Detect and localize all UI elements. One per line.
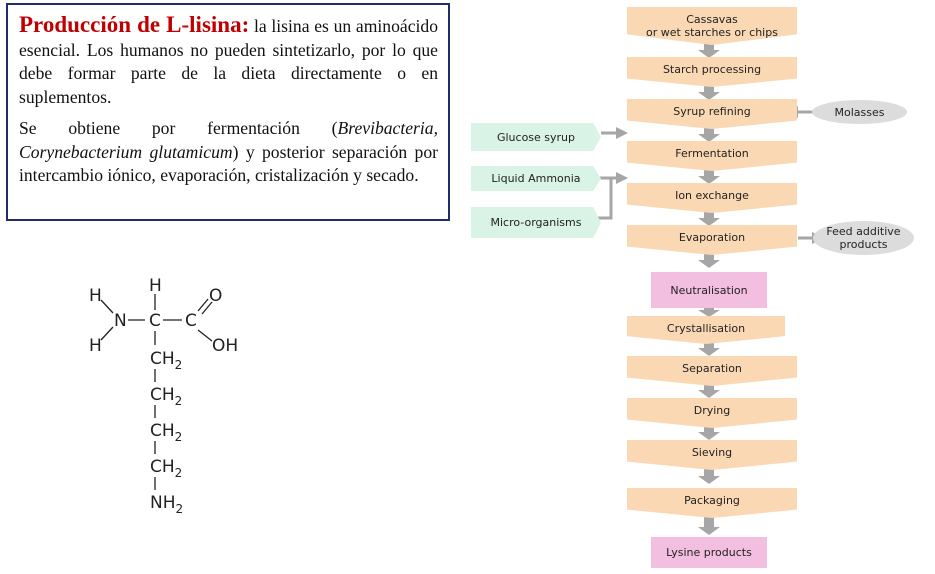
- section-title: Producción de L-lisina:: [19, 12, 250, 37]
- mol-ch2-2: CH2: [150, 385, 182, 408]
- paragraph-2-start: Se obtiene por fermentación (: [19, 118, 338, 138]
- mol-h-left-bottom: H: [89, 336, 102, 356]
- mol-nh2: NH2: [150, 493, 183, 516]
- mol-ch2-4: CH2: [150, 457, 182, 480]
- step-neutralisation: Neutralisation: [651, 272, 767, 308]
- side-feed-additive-products: Feed additive products: [813, 221, 914, 255]
- step-lysine-products: Lysine products: [651, 537, 767, 568]
- mol-c-carboxyl: C: [185, 311, 197, 331]
- lysine-structure: H H H N C C O OH CH2 CH2 CH2 CH2 NH2: [89, 276, 238, 516]
- input-glucose-syrup: Glucose syrup: [471, 123, 601, 151]
- mol-ch2-1: CH2: [150, 349, 182, 372]
- mol-h-left-top: H: [89, 286, 102, 306]
- input-liquid-ammonia: Liquid Ammonia: [471, 166, 601, 191]
- mol-c-alpha: C: [149, 311, 161, 331]
- mol-n-alpha: N: [114, 311, 127, 331]
- mol-ch2-3: CH2: [150, 421, 182, 444]
- paragraph-1: Producción de L-lisina: la lisina es un …: [19, 13, 438, 109]
- description-box: Producción de L-lisina: la lisina es un …: [6, 3, 450, 221]
- side-molasses: Molasses: [812, 100, 907, 124]
- organism-names: Brevibacteria, Corynebacterium glutamicu…: [19, 118, 438, 162]
- mol-hydroxyl: OH: [212, 336, 238, 356]
- paragraph-2-end: ) y posterior separación por intercambio…: [19, 141, 438, 186]
- paragraph-1-text: la lisina es un aminoácido esencial. Los…: [19, 16, 438, 107]
- mol-h-top: H: [149, 276, 162, 296]
- input-micro-organisms: Micro-organisms: [471, 207, 601, 238]
- paragraph-2: Se obtiene por fermentación (Brevibacter…: [19, 117, 438, 188]
- mol-oxygen: O: [209, 286, 222, 306]
